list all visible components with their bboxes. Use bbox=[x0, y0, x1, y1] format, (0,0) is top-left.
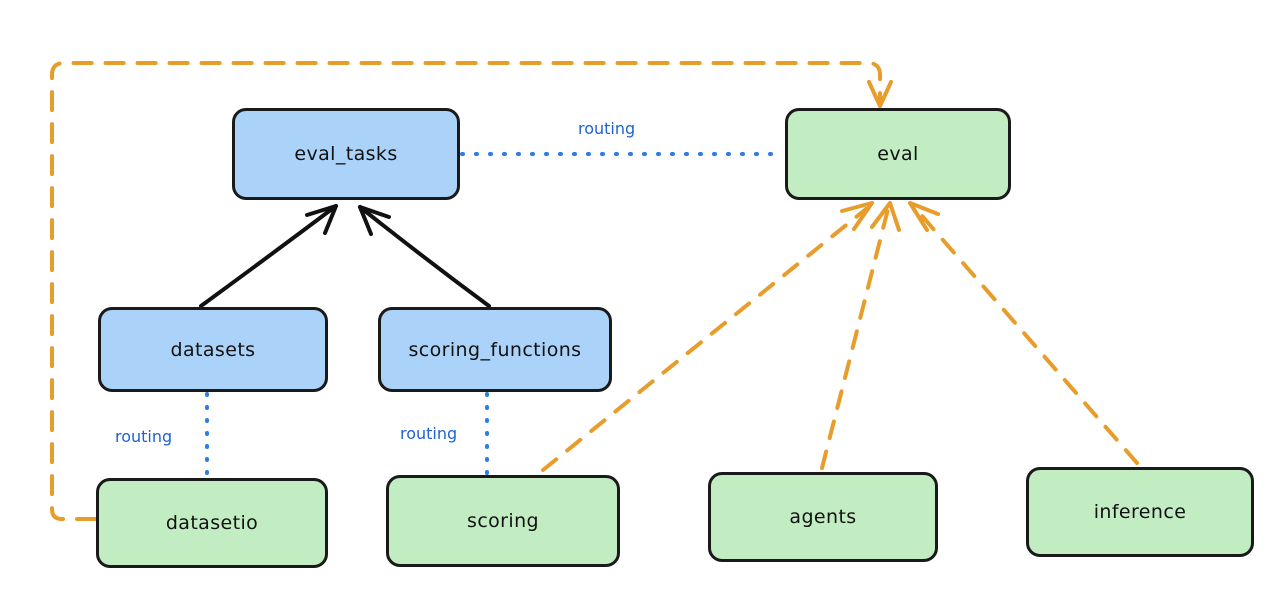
arrowhead-datasets-to-eval_tasks bbox=[305, 204, 338, 235]
node-agents[interactable]: agents bbox=[708, 472, 938, 562]
node-eval[interactable]: eval bbox=[785, 108, 1011, 200]
node-label: inference bbox=[1093, 501, 1187, 523]
edge-label-routing-datasets-datasetio: routing bbox=[115, 427, 173, 446]
edge-datasets-to-eval_tasks bbox=[199, 204, 338, 308]
arrowhead-scoring-to-eval bbox=[840, 201, 874, 231]
node-inference[interactable]: inference bbox=[1026, 467, 1254, 557]
edge-datasetio-to-eval bbox=[50, 61, 882, 521]
edge-label-routing-eval-tasks-eval: routing bbox=[578, 119, 636, 138]
node-scoring[interactable]: scoring bbox=[386, 475, 620, 567]
node-datasets[interactable]: datasets bbox=[98, 307, 328, 392]
node-label: datasets bbox=[170, 338, 256, 361]
dependency-edges bbox=[50, 61, 1139, 521]
node-scoring-functions[interactable]: scoring_functions bbox=[378, 307, 612, 392]
node-datasetio[interactable]: datasetio bbox=[96, 478, 328, 568]
node-label: scoring_functions bbox=[408, 338, 582, 361]
node-label: eval_tasks bbox=[294, 143, 398, 165]
composition-edges bbox=[199, 204, 491, 308]
arrowhead-scoring_functions-to-eval_tasks bbox=[358, 205, 391, 236]
edge-agents-to-eval bbox=[820, 207, 890, 470]
edge-scoring_functions-to-eval_tasks bbox=[358, 205, 491, 308]
node-label: agents bbox=[789, 506, 857, 528]
arrowhead-datasetio-to-eval bbox=[867, 80, 893, 108]
node-label: scoring bbox=[467, 510, 539, 532]
node-label: datasetio bbox=[165, 512, 259, 534]
edge-label-routing-scoring-functions-scoring: routing bbox=[400, 424, 458, 443]
edge-scoring-to-eval bbox=[541, 207, 868, 472]
arrowhead-agents-to-eval bbox=[870, 201, 901, 232]
node-eval-tasks[interactable]: eval_tasks bbox=[232, 108, 460, 200]
edge-inference-to-eval bbox=[914, 207, 1139, 465]
node-label: eval bbox=[877, 143, 919, 165]
routing-edges bbox=[205, 152, 785, 478]
arrowhead-inference-to-eval bbox=[908, 201, 940, 232]
